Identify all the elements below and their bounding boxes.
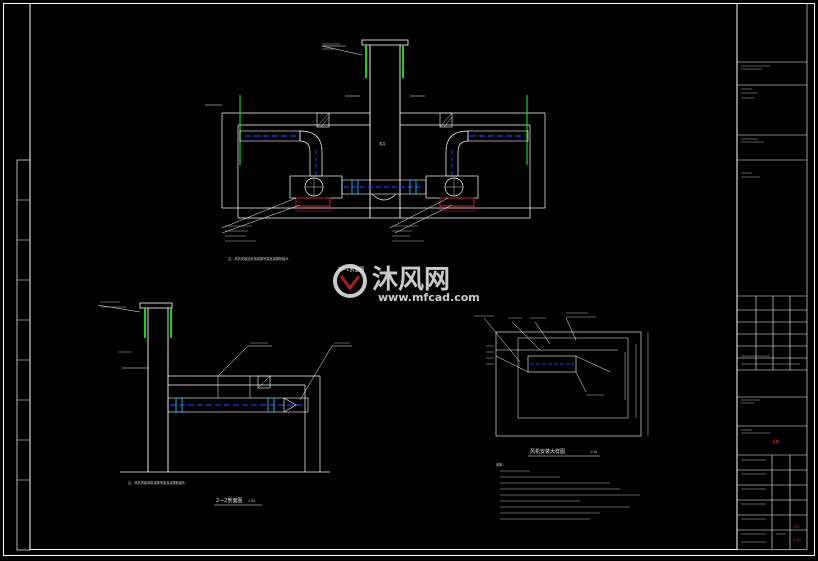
section-1-1-view: 风井 [205,39,546,261]
title-block-drawing-no: 设施 [772,439,780,444]
notes-lines [500,470,640,520]
binding-strip [16,159,31,551]
beam-hatch-left [316,112,330,128]
detail-fan-body [527,355,577,373]
fan-base-left [295,197,331,207]
view-left-title: 2—2剖面图 [216,497,242,504]
shaft-label: 风井 [379,141,385,146]
detail-outer-box [495,331,642,437]
title-block-scribbles [741,65,800,543]
beam-hatch-2-2 [257,375,271,389]
view-left-scale: 1:50 [248,499,255,503]
binding-strip-ticks [17,199,30,481]
section-2-2-view: 注：风机吊装采用减振吊架及减振软接头 2—2剖面图 1:50 [97,301,352,506]
fan-detail-view: 风机安装大样图 1:20 说明： [474,312,649,520]
title-block-sheet: 1/1 [794,525,800,529]
title-block [736,3,808,550]
shaft-top-cap [361,39,409,46]
watermark-brand: 沐风网 [372,265,450,295]
elbow-right [445,130,469,177]
duct-2-2 [167,397,309,413]
watermark-url: www.mfcad.com [378,291,480,304]
view-right-scale: 1:20 [590,450,597,454]
watermark: 沐风网 www.mfcad.com [333,264,480,304]
view-left-note: 注：风机吊装采用减振吊架及减振软接头 [128,480,186,485]
elbow-left [299,130,323,177]
watermark-logo-icon [333,264,367,298]
title-block-scale: 1:50 [793,538,801,542]
view-top-note: 注：风机安装处采用减振吊架及减振软接头 [228,256,289,261]
fan-base-right [439,197,475,207]
view-right-title: 风机安装大样图 [530,448,565,455]
view-top-title: 1—1剖面图 [338,266,364,273]
central-duct [341,179,427,195]
beam-hatch-right [439,112,453,128]
notes-header: 说明： [496,462,506,467]
